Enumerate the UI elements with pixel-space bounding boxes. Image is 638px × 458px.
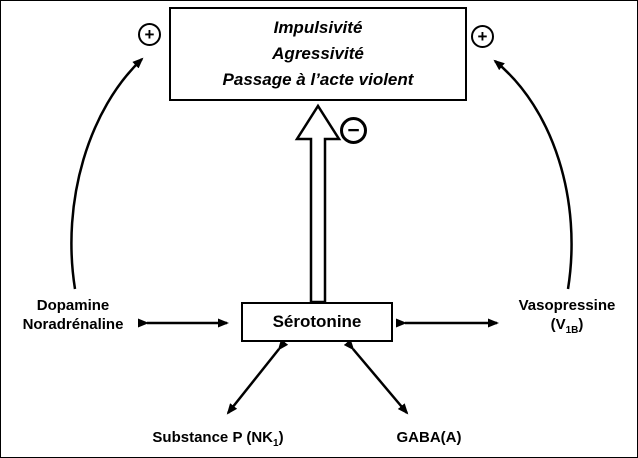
bottom-right-double-arrow [343,339,409,415]
gaba-label: GABA(A) [396,429,462,446]
substance-p-pre: Substance P (NK [152,429,274,446]
receptor-sub: 1B [565,325,579,336]
serotonin-box: Sérotonine [241,302,393,342]
outcome-box: Impulsivité Agressivité Passage à l’acte… [169,7,467,101]
bottom-left-double-arrow [226,339,289,415]
left-curved-arrow [70,57,144,290]
plus-sign-right-icon: + [471,25,494,48]
serotonin-label: Sérotonine [272,312,362,331]
substance-p-label: Substance P (NK1) [123,428,313,453]
outcome-line-impulsivity: Impulsivité [273,18,363,37]
minus-sign-icon: − [340,117,367,144]
dopamine-line: Dopamine [36,297,110,314]
substance-p-sub: 1 [273,438,279,449]
vasopressine-receptor-line: (V1B) [504,315,630,340]
outcome-line-violence: Passage à l’acte violent [222,70,414,89]
block-up-arrow [294,103,342,304]
plus-sign-left-icon: + [138,23,161,46]
vasopressine-label: Vasopressine (V1B) [504,296,630,340]
noradrenaline-line: Noradrénaline [22,316,124,333]
outcome-line-aggressivity: Agressivité [272,44,364,63]
dopamine-noradrenaline-label: Dopamine Noradrénaline [7,296,139,334]
right-curved-arrow [493,59,573,290]
vasopressine-line: Vasopressine [518,297,616,314]
receptor-pre: (V [550,316,566,333]
substance-p-post: ) [278,429,284,446]
receptor-post: ) [578,316,584,333]
